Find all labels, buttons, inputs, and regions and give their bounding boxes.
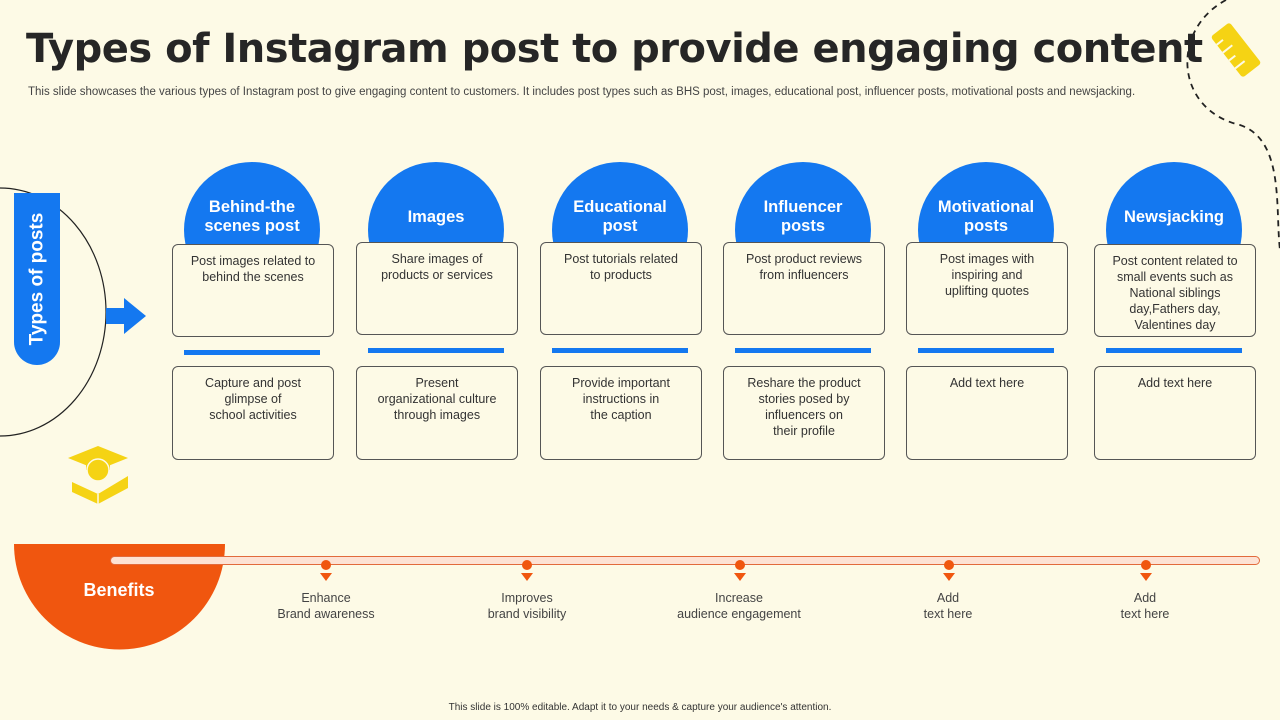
post-type-column: Educational post Post tutorials related …	[540, 162, 704, 462]
types-of-posts-label: Types of posts	[26, 212, 48, 346]
post-type-description: Post product reviews from influencers	[723, 242, 885, 335]
post-type-divider	[368, 348, 504, 353]
benefit-marker	[730, 560, 750, 581]
post-type-column: Influencer posts Post product reviews fr…	[723, 162, 887, 462]
post-type-example: Capture and post glimpse of school activ…	[172, 366, 334, 460]
post-type-title: Newsjacking	[1124, 207, 1224, 226]
post-type-column: Newsjacking Post content related to smal…	[1094, 162, 1258, 462]
benefit-marker	[1136, 560, 1156, 581]
slide-subtitle: This slide showcases the various types o…	[28, 86, 1136, 98]
post-type-title: Behind-the scenes post	[204, 198, 300, 235]
post-type-title: Images	[407, 207, 465, 226]
benefit-marker	[939, 560, 959, 581]
benefit-marker	[316, 560, 336, 581]
post-type-description: Post content related to small events suc…	[1094, 244, 1256, 337]
post-type-example: Reshare the product stories posed by inf…	[723, 366, 885, 460]
post-type-divider	[918, 348, 1054, 353]
arrow-right-icon	[106, 298, 146, 334]
post-type-description: Post images with inspiring and uplifting…	[906, 242, 1068, 335]
post-type-divider	[552, 348, 688, 353]
benefits-semicircle	[14, 544, 225, 650]
benefit-item: Improves brand visibility	[487, 591, 567, 621]
post-type-description: Post tutorials related to products	[540, 242, 702, 335]
post-type-title: Motivational posts	[937, 198, 1035, 235]
types-of-posts-pill	[14, 193, 60, 365]
post-type-title: Educational post	[573, 198, 667, 235]
ruler-icon	[1211, 23, 1261, 77]
post-type-example: Present organizational culture through i…	[356, 366, 518, 460]
post-type-column: Behind-the scenes post Post images relat…	[172, 162, 336, 462]
benefits-timeline-track	[110, 556, 1260, 565]
post-type-description: Share images of products or services	[356, 242, 518, 335]
post-type-column: Images Share images of products or servi…	[356, 162, 520, 462]
post-type-example: Add text here	[906, 366, 1068, 460]
slide-footer: This slide is 100% editable. Adapt it to…	[448, 702, 832, 713]
benefit-item: Enhance Brand awareness	[277, 591, 375, 621]
graduation-book-icon	[68, 446, 128, 504]
post-type-description: Post images related to behind the scenes	[172, 244, 334, 337]
benefit-item: Add text here	[923, 591, 973, 621]
post-type-divider	[1106, 348, 1242, 353]
post-type-divider	[184, 350, 320, 355]
benefit-item: Increase audience engagement	[677, 591, 801, 621]
post-type-divider	[735, 348, 871, 353]
post-type-example: Provide important instructions in the ca…	[540, 366, 702, 460]
types-of-posts-label-wrap: Types of posts	[14, 193, 60, 365]
slide-title: Types of Instagram post to provide engag…	[26, 26, 1203, 72]
post-type-column: Motivational posts Post images with insp…	[906, 162, 1070, 462]
benefit-item: Add text here	[1120, 591, 1170, 621]
benefits-label: Benefits	[83, 580, 155, 600]
dashed-curve	[1186, 0, 1280, 251]
post-type-title: Influencer posts	[763, 198, 843, 235]
post-type-example: Add text here	[1094, 366, 1256, 460]
benefit-marker	[517, 560, 537, 581]
